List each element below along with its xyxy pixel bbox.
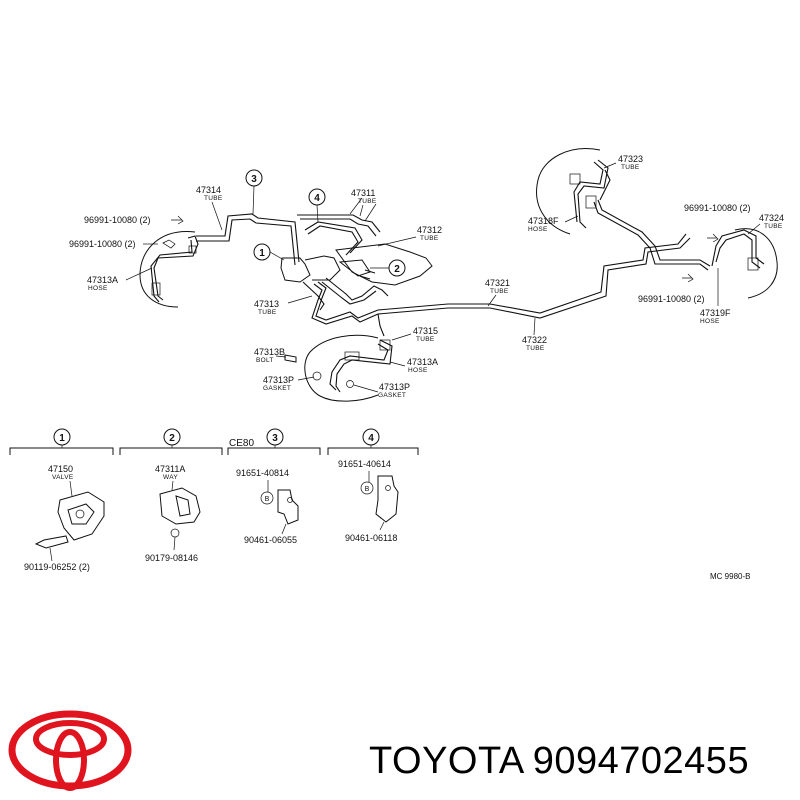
- label-47315: 47315: [413, 326, 438, 336]
- detail3-part: 91651-40814: [236, 468, 289, 478]
- label-47313A-left: 47313A: [87, 275, 118, 285]
- detail3-b: B: [265, 496, 270, 503]
- detail-callout-4: 4: [368, 433, 374, 444]
- label-96991-a: 96991-10080 (2): [84, 215, 151, 225]
- label-47311: 47311: [351, 188, 375, 198]
- left-wheel-assembly: [139, 215, 199, 308]
- detail-callout-1: 1: [59, 433, 65, 444]
- label-47313: 47313: [254, 299, 279, 309]
- reference-code: MC 9980-B: [710, 572, 750, 581]
- detail-panels: 1 2 3 CE80 4 47150 VALVE 90119-06252 (2)…: [9, 428, 419, 572]
- rear-brake-tubes: [377, 199, 711, 337]
- label-47313B-type: BOLT: [256, 357, 274, 364]
- label-47313P-a: 47313P: [263, 375, 294, 385]
- callout-3-label: 3: [251, 174, 257, 185]
- detail3-clip: 90461-06055: [244, 535, 297, 545]
- label-47312: 47312: [417, 225, 442, 235]
- label-47313P-b: 47313P: [379, 382, 410, 392]
- brand-name: TOYOTA: [369, 740, 525, 782]
- label-47319F-type: HOSE: [700, 318, 720, 325]
- detail1-type: VALVE: [52, 474, 74, 481]
- label-47321-type: TUBE: [490, 288, 509, 295]
- callouts: 3 4 1 2: [245, 169, 406, 277]
- label-47322: 47322: [522, 335, 547, 345]
- label-47323: 47323: [618, 154, 643, 164]
- label-47322-type: TUBE: [526, 345, 545, 352]
- part-labels: 47314 TUBE 47311 TUBE 47312 TUBE 47313 T…: [69, 154, 784, 399]
- detail2-type: WAY: [163, 474, 178, 481]
- label-47311-type: TUBE: [358, 198, 377, 205]
- label-47318F-type: HOSE: [528, 226, 548, 233]
- master-cylinder-piping: [196, 197, 433, 325]
- label-96991-b: 96991-10080 (2): [69, 239, 136, 249]
- toyota-logo: [8, 710, 132, 791]
- detail4-b: B: [365, 486, 370, 493]
- callout-1-label: 1: [259, 248, 265, 259]
- label-47321: 47321: [485, 278, 510, 288]
- rear-right-wheel-assembly: [682, 228, 778, 299]
- label-47313A-mid-type: HOSE: [408, 367, 428, 374]
- detail4-part: 91651-40614: [338, 459, 391, 469]
- rear-left-wheel-assembly: [536, 148, 611, 235]
- part-number: 9094702455: [532, 740, 750, 782]
- label-47319F: 47319F: [700, 308, 731, 318]
- detail1-bolt: 90119-06252 (2): [24, 562, 90, 572]
- detail1-part: 47150: [48, 464, 73, 474]
- callout-2-label: 2: [394, 264, 400, 275]
- label-47314-type: TUBE: [204, 195, 223, 202]
- detail-callout-3: 3: [272, 433, 278, 444]
- detail2-part: 47311A: [155, 464, 185, 474]
- front-wheel-assembly: [284, 334, 393, 402]
- detail4-clip: 90461-06118: [345, 533, 397, 543]
- label-47314: 47314: [196, 185, 221, 195]
- label-47315-type: TUBE: [416, 336, 435, 343]
- label-47324: 47324: [759, 213, 784, 223]
- detail-callout-2: 2: [169, 433, 175, 444]
- label-47313B: 47313B: [254, 347, 285, 357]
- detail2-bolt: 90179-08146: [145, 553, 198, 563]
- label-96991-c: 96991-10080 (2): [684, 203, 751, 213]
- label-47313P-b-type: GASKET: [378, 392, 406, 399]
- label-47312-type: TUBE: [420, 235, 439, 242]
- label-47318F: 47318F: [528, 216, 559, 226]
- label-47323-type: TUBE: [621, 164, 640, 171]
- label-96991-d: 96991-10080 (2): [638, 294, 705, 304]
- label-47313P-a-type: GASKET: [263, 385, 291, 392]
- callout-4-label: 4: [314, 193, 320, 204]
- label-47324-type: TUBE: [764, 223, 783, 230]
- label-47313A-mid: 47313A: [407, 357, 438, 367]
- label-47313-type: TUBE: [258, 309, 277, 316]
- ce80-label: CE80: [229, 438, 254, 449]
- label-47313A-left-type: HOSE: [88, 285, 108, 292]
